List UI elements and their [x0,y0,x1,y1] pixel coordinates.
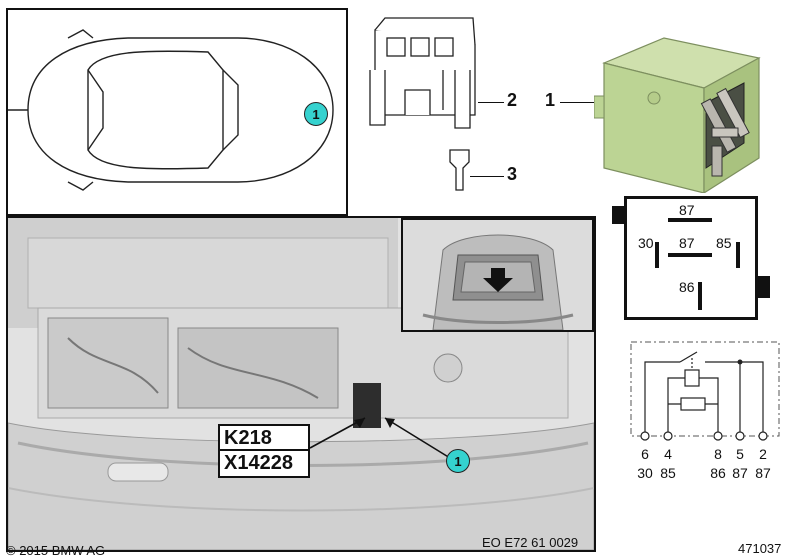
document-code: EO E72 61 0029 [482,535,579,550]
connector-label: X14228 [218,449,310,478]
circuit-terminal-label: 85 [660,465,676,481]
pin-blade-right [736,242,740,268]
circuit-terminal-label: 86 [710,465,726,481]
pin-label-center: 87 [679,235,695,251]
pin-face-notch-left [612,206,626,224]
circuit-pin-number: 2 [759,446,767,462]
relay-holder-illustration [369,17,476,191]
leader-line-holder [478,102,504,103]
pin-blade-top [668,218,712,222]
circuit-terminal-label: 87 [732,465,748,481]
pin-label-right: 85 [716,235,732,251]
copyright-notice: © 2015 BMW AG [6,543,106,558]
pin-label-top: 87 [679,202,695,218]
callout-holder: 2 [507,90,518,110]
circuit-pin-number: 8 [714,446,722,462]
leader-line-contact [470,176,504,177]
pin-label-left: 30 [638,235,654,251]
pin-face-notch-right [756,276,770,298]
rear-view-inset [401,218,594,332]
pin-label-bottom: 86 [679,279,695,295]
relay-circuit-schematic [630,341,780,441]
figure-number: 471037 [738,541,782,556]
pin-face-diagram [624,196,758,320]
location-marker: 1 [304,102,328,126]
car-top-outline [8,29,334,191]
pin-blade-center [668,253,712,257]
installation-photo [6,216,596,552]
rear-view-illustration [403,220,592,330]
circuit-terminal-label: 30 [637,465,653,481]
callout-contact: 3 [507,164,518,184]
pin-blade-left [655,242,659,268]
pin-blade-bottom [698,282,702,310]
photo-location-marker: 1 [446,449,470,473]
circuit-terminal-label: 87 [755,465,771,481]
leader-line-relay [560,102,594,103]
circuit-pin-number: 6 [641,446,649,462]
circuit-pin-number: 4 [664,446,672,462]
callout-relay: 1 [545,90,556,110]
car-location-view: 1 [6,8,348,216]
circuit-pin-number: 5 [736,446,744,462]
relay-illustration [594,37,761,193]
